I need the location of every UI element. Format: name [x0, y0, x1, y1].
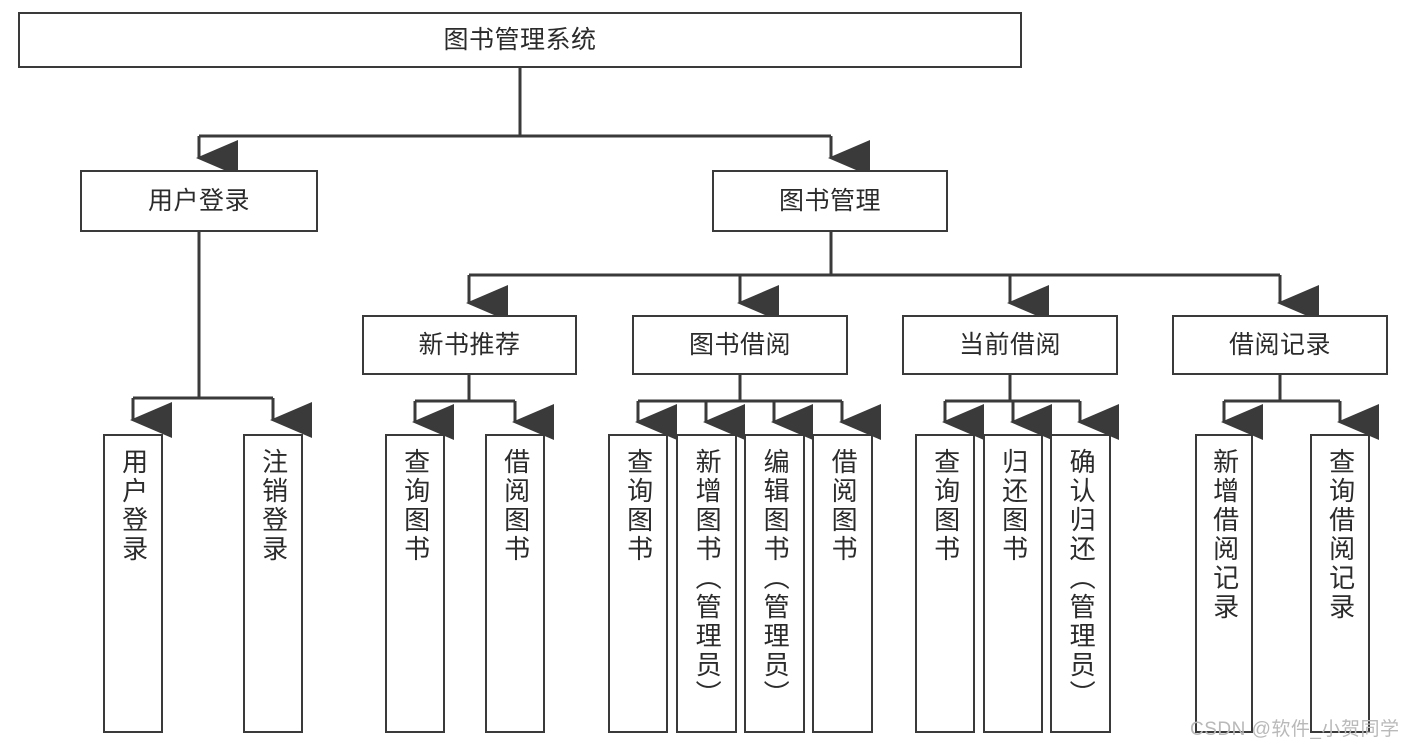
leaf-current-confirm-return-admin[interactable]: 确认归还（管理员）: [1050, 434, 1111, 733]
leaf-record-add-record[interactable]: 新增借阅记录: [1195, 434, 1253, 733]
node-label: 注销登录: [258, 448, 289, 564]
node-label: 借阅图书: [500, 448, 531, 564]
node-user-login[interactable]: 用户登录: [80, 170, 318, 232]
node-borrow-record[interactable]: 借阅记录: [1172, 315, 1388, 375]
leaf-recommend-query-book[interactable]: 查询图书: [385, 434, 445, 733]
leaf-borrow-borrow-book[interactable]: 借阅图书: [812, 434, 873, 733]
node-label: 图书管理系统: [443, 25, 597, 54]
leaf-user-login-signin[interactable]: 用户登录: [103, 434, 163, 733]
node-book-borrow[interactable]: 图书借阅: [632, 315, 848, 375]
node-label: 新书推荐: [418, 330, 521, 359]
leaf-borrow-query-book[interactable]: 查询图书: [608, 434, 668, 733]
leaf-recommend-borrow-book[interactable]: 借阅图书: [485, 434, 545, 733]
node-label: 当前借阅: [958, 330, 1061, 359]
node-label: 图书借阅: [688, 330, 791, 359]
node-label: 用户登录: [147, 186, 250, 215]
node-label: 查询图书: [930, 448, 961, 564]
node-root-book-management-system[interactable]: 图书管理系统: [18, 12, 1022, 68]
node-label: 查询图书: [623, 448, 654, 564]
node-label: 图书管理: [778, 186, 881, 215]
node-label: 用户登录: [118, 448, 149, 564]
node-label: 编辑图书（管理员）: [760, 448, 791, 709]
leaf-borrow-edit-book-admin[interactable]: 编辑图书（管理员）: [744, 434, 805, 733]
node-label: 确认归还（管理员）: [1066, 448, 1097, 709]
node-new-book-recommend[interactable]: 新书推荐: [362, 315, 577, 375]
node-label: 新增图书（管理员）: [692, 448, 723, 709]
leaf-borrow-add-book-admin[interactable]: 新增图书（管理员）: [676, 434, 737, 733]
node-current-borrow[interactable]: 当前借阅: [902, 315, 1118, 375]
node-label: 新增借阅记录: [1209, 448, 1240, 622]
node-label: 归还图书: [998, 448, 1029, 564]
csdn-watermark: CSDN @软件_小贺同学: [1190, 719, 1400, 740]
node-label: 查询借阅记录: [1325, 448, 1356, 622]
leaf-current-return-book[interactable]: 归还图书: [983, 434, 1043, 733]
node-label: 查询图书: [400, 448, 431, 564]
node-label: 借阅图书: [828, 448, 859, 564]
node-book-management[interactable]: 图书管理: [712, 170, 948, 232]
leaf-current-query-book[interactable]: 查询图书: [915, 434, 975, 733]
leaf-user-login-signout[interactable]: 注销登录: [243, 434, 303, 733]
node-label: 借阅记录: [1228, 330, 1331, 359]
leaf-record-query-record[interactable]: 查询借阅记录: [1310, 434, 1370, 733]
